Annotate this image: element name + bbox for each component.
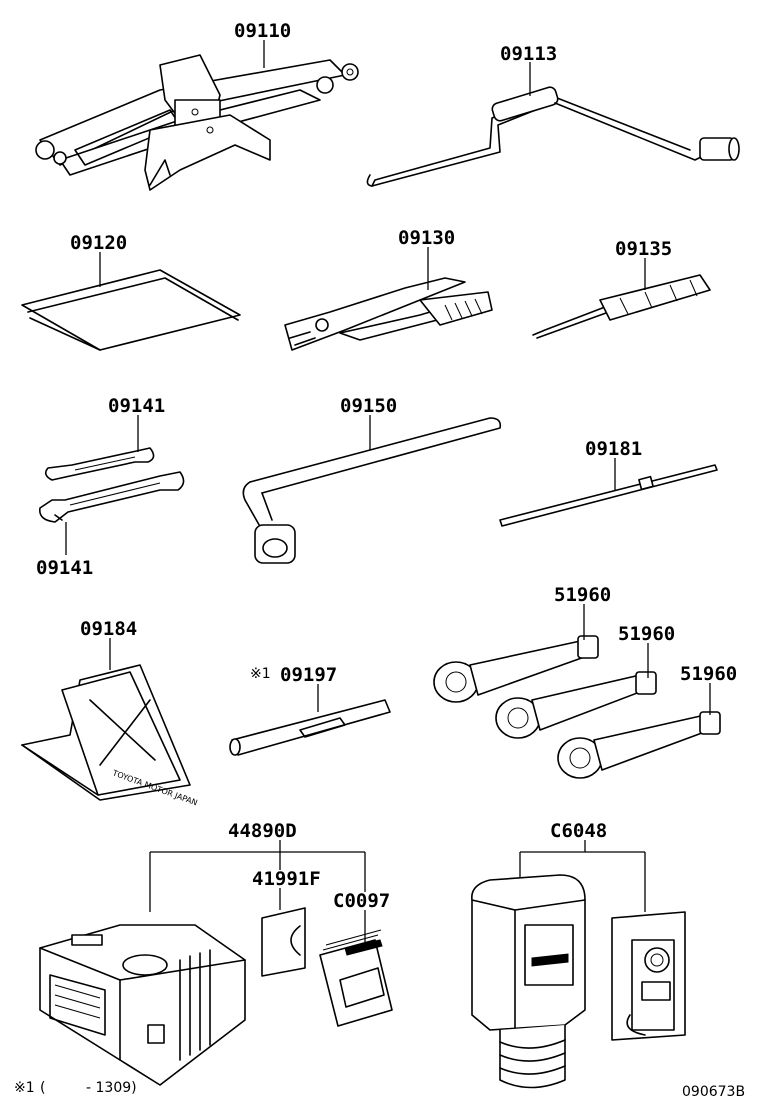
pin-illustration [229, 699, 391, 756]
wrench-lower-illustration [38, 471, 185, 523]
part-label-51960-1: 51960 [554, 584, 611, 606]
part-label-09113: 09113 [500, 43, 557, 65]
note-mark: ※1 [250, 666, 271, 682]
part-label-09184: 09184 [80, 618, 137, 640]
lug-wrench-illustration [242, 417, 502, 564]
label-sticker-illustration [261, 907, 306, 977]
footnote-open-paren: ( [40, 1080, 45, 1096]
part-label-C0097: C0097 [333, 890, 390, 912]
tool-bag-illustration [21, 269, 241, 351]
figure-id: 090673B [682, 1084, 745, 1100]
part-label-09120: 09120 [70, 232, 127, 254]
part-label-41991F: 41991F [252, 868, 321, 890]
footnote-mark: ※1 [14, 1080, 35, 1096]
towing-eye-2-illustration [495, 671, 657, 739]
part-label-09181: 09181 [585, 438, 642, 460]
part-label-C6048: C6048 [550, 820, 607, 842]
extension-rod-illustration [499, 464, 718, 527]
part-label-51960-2: 51960 [618, 623, 675, 645]
part-label-44890D: 44890D [228, 820, 297, 842]
jack-handle-illustration [366, 86, 740, 187]
towing-eye-3-illustration [557, 711, 721, 779]
compressor-illustration [39, 924, 246, 1086]
part-label-09110: 09110 [234, 20, 291, 42]
wheel-chock-illustration: TOYOTA MOTOR JAPAN [21, 664, 199, 808]
screwdriver-illustration [532, 274, 711, 339]
part-label-09135: 09135 [615, 238, 672, 260]
wrench-upper-illustration [44, 447, 155, 481]
part-label-09150: 09150 [340, 395, 397, 417]
sealant-bottle-illustration [471, 874, 586, 1089]
part-label-09141-lower: 09141 [36, 557, 93, 579]
towing-eye-1-illustration [433, 635, 599, 703]
footnote-range: - 1309) [86, 1080, 137, 1096]
part-label-09197: 09197 [280, 664, 337, 686]
pliers-illustration [284, 277, 493, 351]
part-label-51960-3: 51960 [680, 663, 737, 685]
part-label-09130: 09130 [398, 227, 455, 249]
sealant-instruction-card-illustration [611, 911, 686, 1041]
booklet-illustration [319, 929, 393, 1027]
scissor-jack-illustration [35, 54, 359, 191]
compressor-kit-leader-lines [149, 840, 366, 942]
sealant-kit-leader-lines [519, 840, 646, 912]
part-label-09141-upper: 09141 [108, 395, 165, 417]
